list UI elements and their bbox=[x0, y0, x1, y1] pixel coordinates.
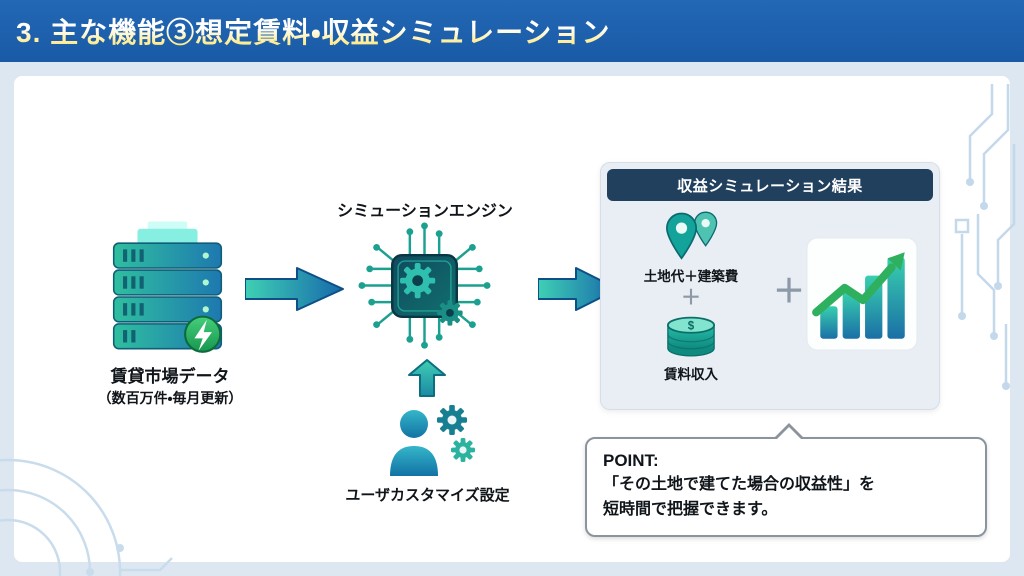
cost-label: 土地代＋建築費 bbox=[643, 269, 739, 284]
flow-arrow-right-2 bbox=[538, 267, 619, 311]
income-label: 賃料収入 bbox=[664, 367, 718, 382]
gear-icon bbox=[451, 438, 475, 462]
result-panel-header: 収益シミュレーション結果 bbox=[607, 169, 933, 201]
user-settings-label: ユーザカスタマイズ設定 bbox=[345, 487, 510, 504]
result-panel: 収益シミュレーション結果 土地代＋建築費 ＋ bbox=[600, 162, 940, 410]
lightning-bolt-icon bbox=[184, 315, 222, 353]
gear-icon bbox=[400, 263, 436, 299]
gear-icon bbox=[437, 405, 467, 435]
coins-icon: $ bbox=[667, 316, 715, 357]
page-title: 3. 主な機能③想定賃料・収益シミュレーション bbox=[16, 11, 611, 51]
point-callout: POINT: 「その土地で建てた場合の収益性」を 短時間で把握できます。 bbox=[585, 423, 987, 537]
gear-icon bbox=[437, 300, 463, 326]
database-label: 賃貸市場データ bbox=[110, 367, 230, 386]
engine-label: シミューションエンジン bbox=[337, 203, 513, 220]
circuit-decoration-right bbox=[954, 84, 1016, 390]
header-bar: 3. 主な機能③想定賃料・収益シミュレーション bbox=[0, 0, 1024, 62]
point-line-1: 「その土地で建てた場合の収益性」を bbox=[603, 476, 876, 493]
point-line-2: 短時間で把握できます。 bbox=[603, 500, 778, 518]
database-sublabel: （数百万件・毎月更新） bbox=[97, 390, 243, 406]
flow-arrow-right-1 bbox=[245, 267, 344, 311]
server-stack-icon bbox=[112, 221, 223, 353]
bar-chart-growth-icon bbox=[806, 237, 918, 351]
up-arrow-icon bbox=[408, 359, 446, 397]
svg-text:$: $ bbox=[688, 321, 695, 333]
user-gear-icon bbox=[390, 405, 475, 476]
plus-small: ＋ bbox=[681, 287, 701, 309]
cpu-chip-icon bbox=[358, 222, 491, 349]
plus-large: ＋ bbox=[772, 273, 805, 309]
map-pins-icon bbox=[666, 211, 718, 260]
circuit-decoration-bottom-left bbox=[0, 458, 173, 576]
cost-income-group: 土地代＋建築費 ＋ $ 賃料収入 bbox=[611, 209, 771, 383]
point-heading: POINT: bbox=[603, 451, 659, 470]
